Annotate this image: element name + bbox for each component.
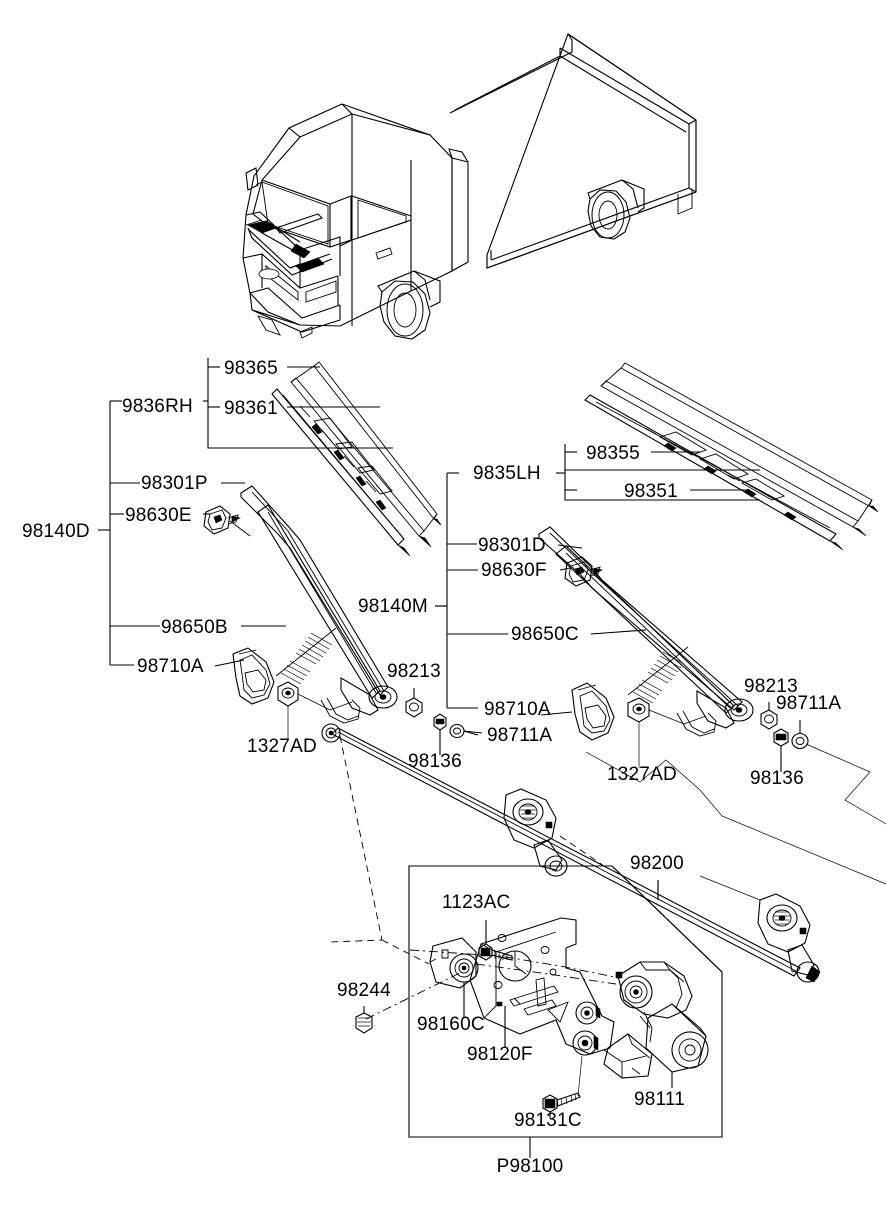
label-1327AD-lh: 1327AD [607, 764, 677, 785]
label-98711A-lh: 98711A [776, 693, 841, 714]
label-98213-lh: 98213 [744, 676, 798, 697]
label-1327AD-rh: 1327AD [247, 736, 317, 757]
label-98160C: 98160C [417, 1014, 485, 1035]
label-98351: 98351 [624, 481, 678, 502]
bracket-group-rh [98, 400, 208, 666]
label-98140D: 98140D [22, 521, 90, 542]
label-98630F: 98630F [481, 560, 547, 581]
label-P98100: P98100 [497, 1156, 564, 1177]
wiper-arm-rh [203, 485, 479, 755]
label-98301P: 98301P [141, 473, 208, 494]
label-98120F: 98120F [467, 1044, 533, 1065]
wiper-blade-rh [271, 361, 442, 557]
label-98365: 98365 [224, 358, 278, 379]
label-1123AC: 1123AC [442, 892, 510, 913]
leader-lines-dashed [329, 735, 621, 1020]
leader-lines-solid [203, 451, 801, 1118]
label-98131C: 98131C [514, 1110, 582, 1131]
truck-illustration [242, 33, 697, 340]
part-number-labels: 98140D 9836RH 98365 98361 98301P 98630E … [22, 358, 841, 1177]
label-98650B: 98650B [161, 617, 228, 638]
motor-kit-box [408, 865, 723, 1158]
label-9836RH: 9836RH [122, 396, 193, 417]
label-98244: 98244 [337, 980, 391, 1001]
label-98711A-rh: 98711A [487, 725, 552, 746]
label-98710A-rh: 98710A [137, 656, 204, 677]
bracket-group-lh [435, 472, 565, 709]
motor-bracket-assembly [355, 917, 709, 1118]
label-98111: 98111 [634, 1089, 685, 1110]
label-98650C: 98650C [511, 624, 579, 645]
label-98361: 98361 [224, 398, 278, 419]
label-98355: 98355 [586, 443, 640, 464]
linkage-assembly [321, 723, 821, 983]
label-98213-rh: 98213 [387, 661, 441, 682]
label-98200: 98200 [630, 853, 684, 874]
wiper-blade-lh [584, 362, 879, 551]
label-98710A-lh: 98710A [484, 699, 551, 720]
label-98136-lh: 98136 [750, 768, 804, 789]
label-98630E: 98630E [125, 505, 192, 526]
label-98140M: 98140M [358, 596, 428, 617]
label-98301D: 98301D [478, 535, 546, 556]
label-98136-rh: 98136 [408, 751, 462, 772]
label-9835LH: 9835LH [473, 463, 541, 484]
